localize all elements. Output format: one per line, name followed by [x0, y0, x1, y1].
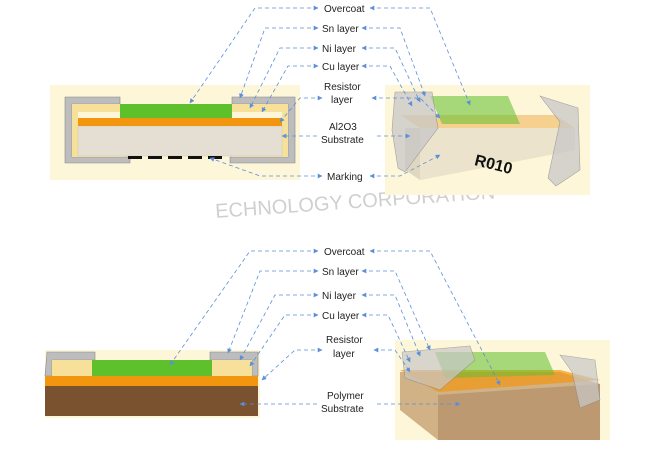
bottom-label-resistor-2: layer: [333, 349, 355, 360]
bottom-label-overcoat: Overcoat: [324, 247, 365, 258]
bottom-labels: Overcoat Sn layer Ni layer Cu layer Resi…: [321, 247, 365, 415]
bottom-left-cu-right: [212, 360, 252, 376]
top-label-substrate-1: Al2O3: [329, 122, 357, 133]
bottom-label-cu: Cu layer: [322, 311, 360, 322]
top-left-chip-cross-section: [50, 85, 300, 180]
bottom-label-sn: Sn layer: [322, 267, 359, 278]
bottom-left-overcoat: [92, 360, 212, 376]
bottom-label-substrate-2: Substrate: [321, 404, 364, 415]
top-right-chip-3d: R010: [385, 85, 590, 195]
top-left-substrate: [77, 125, 283, 157]
bottom-label-resistor-1: Resistor: [326, 335, 363, 346]
top-right-termination-right: [539, 95, 581, 187]
top-label-cu: Cu layer: [322, 62, 360, 73]
bottom-right-termination-right: [559, 354, 601, 409]
bottom-left-chip-cross-section: [44, 350, 260, 418]
top-label-resistor-2: layer: [331, 95, 353, 106]
bottom-right-chip-3d: [395, 340, 610, 440]
bottom-label-substrate-1: Polymer: [327, 391, 364, 402]
top-label-overcoat: Overcoat: [324, 4, 365, 15]
top-left-resistor-layer: [78, 118, 282, 126]
top-label-sn: Sn layer: [322, 24, 359, 35]
bottom-left-polymer-substrate: [45, 386, 258, 416]
bottom-left-cu-left: [52, 360, 92, 376]
top-labels: Overcoat Sn layer Ni layer Cu layer Resi…: [321, 4, 365, 183]
top-label-marking: Marking: [327, 172, 363, 183]
top-left-overcoat: [120, 104, 232, 118]
top-label-ni: Ni layer: [322, 44, 357, 55]
top-leader-lines: [189, 5, 471, 179]
bottom-left-resistor-layer: [45, 376, 258, 386]
top-right-overcoat: [430, 96, 520, 124]
top-label-substrate-2: Substrate: [321, 135, 364, 146]
bottom-label-ni: Ni layer: [322, 291, 357, 302]
top-label-resistor-1: Resistor: [324, 82, 361, 93]
bottom-leader-lines: [169, 248, 501, 407]
